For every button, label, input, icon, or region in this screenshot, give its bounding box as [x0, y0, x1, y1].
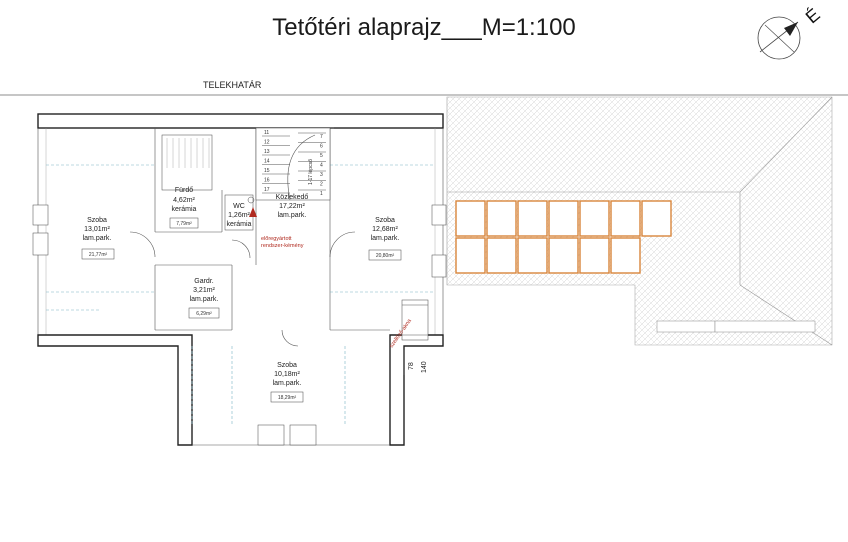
- north-arrow-icon: [757, 16, 801, 60]
- roof-slope-lines: [46, 164, 435, 425]
- stair-step-number: 12: [264, 140, 270, 146]
- room-area: 13,01m²: [84, 226, 110, 233]
- solar-panel: [486, 200, 517, 237]
- stair-step-number: 5: [320, 153, 323, 159]
- stair-step-number: 16: [264, 178, 270, 184]
- stair-step-number: 15: [264, 168, 270, 174]
- plan-title: Tetőtéri alaprajz___M=1:100: [272, 14, 576, 41]
- room-box-area: 20,80m²: [376, 253, 395, 259]
- solar-panel: [455, 237, 486, 274]
- room-finish: lam.park.: [190, 296, 219, 303]
- room-kozlekedo: Közlekedő 17,22m² lam.park.: [276, 194, 309, 219]
- stair-step-number: 7: [320, 134, 323, 140]
- dimension-140: 140: [421, 361, 428, 373]
- bath-fixtures: [161, 134, 255, 231]
- room-name: Fürdő: [175, 187, 193, 194]
- solar-panel: [548, 200, 579, 237]
- stair-step-number: 17: [264, 187, 270, 193]
- room-gardrob: Gardr. 3,21m² lam.park. 6,29m²: [188, 278, 220, 319]
- room-finish: lam.park.: [371, 235, 400, 242]
- solar-panel: [517, 200, 548, 237]
- stair-step-number: 3: [320, 172, 323, 178]
- chimney-note-line2: rendszer-kémény: [261, 243, 304, 249]
- room-area: 4,62m²: [173, 197, 195, 204]
- room-szoba-bottom: Szoba 10,18m² lam.park. 18,29m²: [270, 362, 304, 403]
- room-name: WC: [233, 203, 245, 210]
- room-area: 1,26m²: [228, 212, 250, 219]
- stair-step-number: 2: [320, 182, 323, 188]
- stair-step-number: 11: [264, 130, 269, 136]
- solar-panel-array: [455, 200, 672, 274]
- room-box-area: 18,29m²: [278, 395, 297, 401]
- north-marker: É: [802, 4, 824, 27]
- room-box-area: 6,29m²: [196, 311, 212, 317]
- room-box-area: 21,77m²: [89, 252, 108, 258]
- room-furdo: Fürdő 4,62m² kerámia 7,79m²: [169, 187, 199, 229]
- stair-step-number: 13: [264, 149, 270, 155]
- solar-panel: [579, 200, 610, 237]
- dimension-78: 78: [408, 362, 415, 370]
- room-area: 3,21m²: [193, 287, 215, 294]
- room-name: Szoba: [277, 362, 297, 369]
- room-name: Gardr.: [194, 278, 214, 285]
- room-name: Szoba: [375, 217, 395, 224]
- room-area: 10,18m²: [274, 371, 300, 378]
- solar-panel: [548, 237, 579, 274]
- boundary-label: TELEKHATÁR: [203, 80, 262, 90]
- room-szoba-right: Szoba 12,68m² lam.park. 20,80m²: [368, 217, 402, 261]
- room-finish: kerámia: [172, 206, 197, 213]
- stair-step-number: 1: [320, 191, 323, 197]
- room-finish: kerámia: [227, 221, 252, 228]
- room-area: 12,68m²: [372, 226, 398, 233]
- solar-panel: [641, 200, 672, 237]
- room-box-area: 7,79m²: [176, 221, 192, 227]
- building-outline: [32, 113, 447, 446]
- room-finish: lam.park.: [273, 380, 302, 387]
- solar-panel: [517, 237, 548, 274]
- room-wc: WC 1,26m² kerámia: [227, 203, 252, 228]
- solar-panel: [579, 237, 610, 274]
- solar-panel: [610, 200, 641, 237]
- room-area: 17,22m²: [279, 203, 305, 210]
- room-name: Szoba: [87, 217, 107, 224]
- room-finish: lam.park.: [278, 212, 307, 219]
- solar-panel: [486, 237, 517, 274]
- chimney-note-line1: előregyártott: [261, 236, 292, 242]
- room-finish: lam.park.: [83, 235, 112, 242]
- room-name: Közlekedő: [276, 194, 309, 201]
- chimney-icon: [249, 207, 257, 217]
- stair-step-number: 6: [320, 144, 323, 150]
- room-szoba-left: Szoba 13,01m² lam.park. 21,77m²: [81, 217, 115, 260]
- ventilation-shaft: [401, 299, 429, 341]
- solar-panel: [610, 237, 641, 274]
- solar-panel: [455, 200, 486, 237]
- stair-step-number: 14: [264, 159, 270, 165]
- stair-direction-label: 1-17 lépcső: [308, 159, 314, 185]
- stair-step-number: 4: [320, 163, 323, 169]
